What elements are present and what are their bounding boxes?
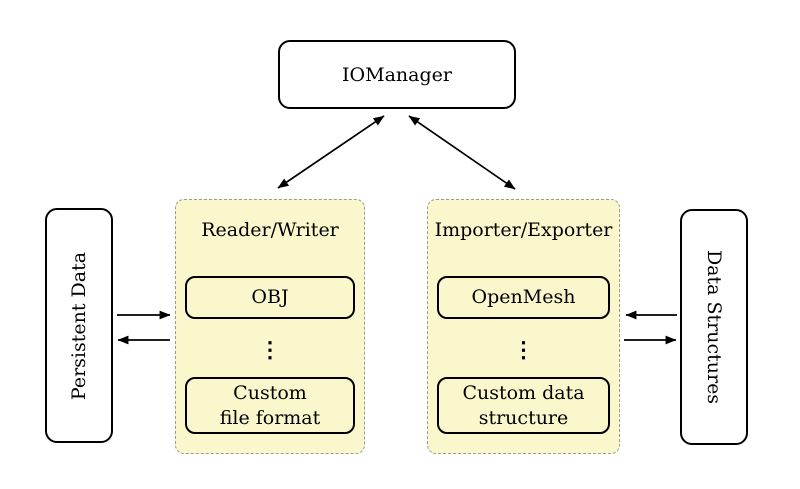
node-custom-file-format: Custom file format [185,377,355,434]
node-data-structures: Data Structures [680,209,748,445]
group-reader-writer-title: Reader/Writer [201,219,339,241]
node-custom-file-format-label: Custom file format [219,381,321,429]
node-persistent-data-label: Persistent Data [68,251,90,400]
node-iomanager: IOManager [278,40,516,109]
group-importer-exporter-title: Importer/Exporter [434,219,613,241]
group-importer-exporter: Importer/Exporter OpenMesh ⋮ Custom data… [427,199,620,454]
ellipsis-importer-exporter: ⋮ [512,337,535,363]
group-reader-writer: Reader/Writer OBJ ⋮ Custom file format [175,199,365,454]
node-openmesh-label: OpenMesh [471,286,576,308]
node-custom-data-structure-label: Custom data structure [462,381,585,429]
edge-iomanager-readerwriter [277,115,385,189]
node-obj-label: OBJ [251,286,289,308]
node-iomanager-label: IOManager [342,63,452,86]
node-obj: OBJ [185,276,355,319]
node-openmesh: OpenMesh [437,276,610,319]
node-data-structures-label: Data Structures [703,249,725,405]
node-custom-data-structure: Custom data structure [437,377,610,434]
ellipsis-reader-writer: ⋮ [259,337,281,363]
node-persistent-data: Persistent Data [45,208,113,443]
edge-iomanager-importerexporter [408,115,516,190]
